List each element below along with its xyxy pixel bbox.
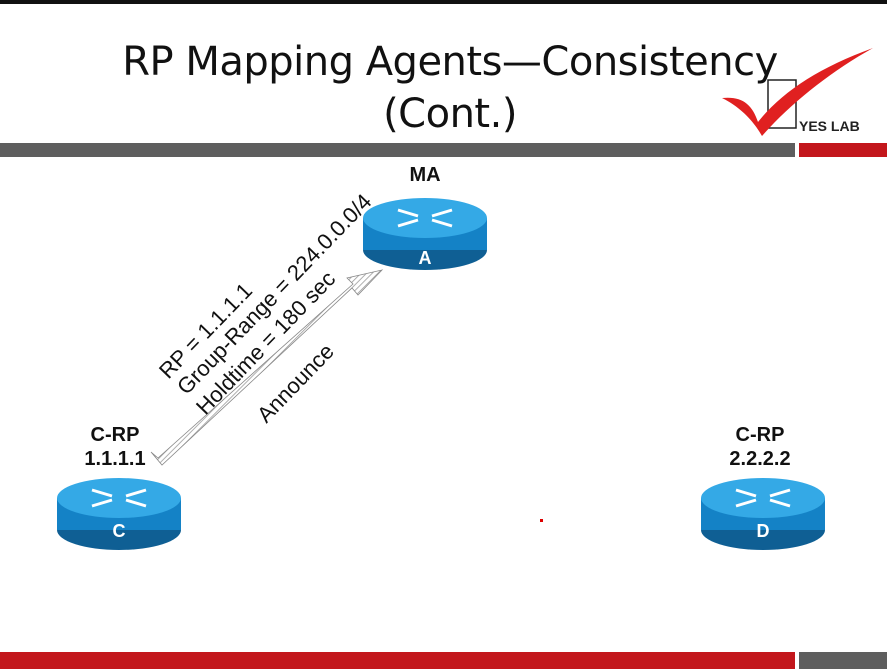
logo-text: YES LAB	[799, 118, 860, 134]
announce-arrow-shape	[150, 269, 384, 466]
router-d-role: C-RP	[735, 424, 785, 446]
title-line-1: RP Mapping Agents—Consistency	[122, 39, 778, 85]
router-d-letter: D	[756, 521, 770, 541]
footer-band-red	[0, 652, 795, 669]
router-d[interactable]	[696, 472, 830, 554]
header-band-gray	[0, 143, 795, 157]
stray-dot	[540, 519, 543, 522]
header-band-red	[799, 143, 887, 157]
router-d-address: 2.2.2.2	[729, 448, 791, 470]
router-c-address: 1.1.1.1	[84, 448, 146, 470]
router-arrows-icon	[91, 488, 147, 508]
router-c[interactable]	[52, 472, 186, 554]
router-c-role: C-RP	[90, 424, 140, 446]
slide-title: RP Mapping Agents—Consistency (Cont.)	[60, 36, 840, 140]
title-line-2: (Cont.)	[383, 91, 517, 137]
router-arrows-icon	[735, 488, 791, 508]
router-d-label: C-RP 2.2.2.2	[705, 423, 815, 471]
router-a-label: MA	[409, 164, 441, 186]
router-a-letter: A	[418, 248, 432, 268]
router-c-label: C-RP 1.1.1.1	[60, 423, 170, 471]
router-a[interactable]	[358, 192, 492, 274]
top-border	[0, 0, 887, 4]
router-arrows-icon	[397, 208, 453, 228]
router-c-letter: C	[112, 521, 126, 541]
logo-box-icon	[767, 79, 797, 129]
footer-band-gray	[799, 652, 887, 669]
logo-check-icon	[722, 48, 873, 136]
